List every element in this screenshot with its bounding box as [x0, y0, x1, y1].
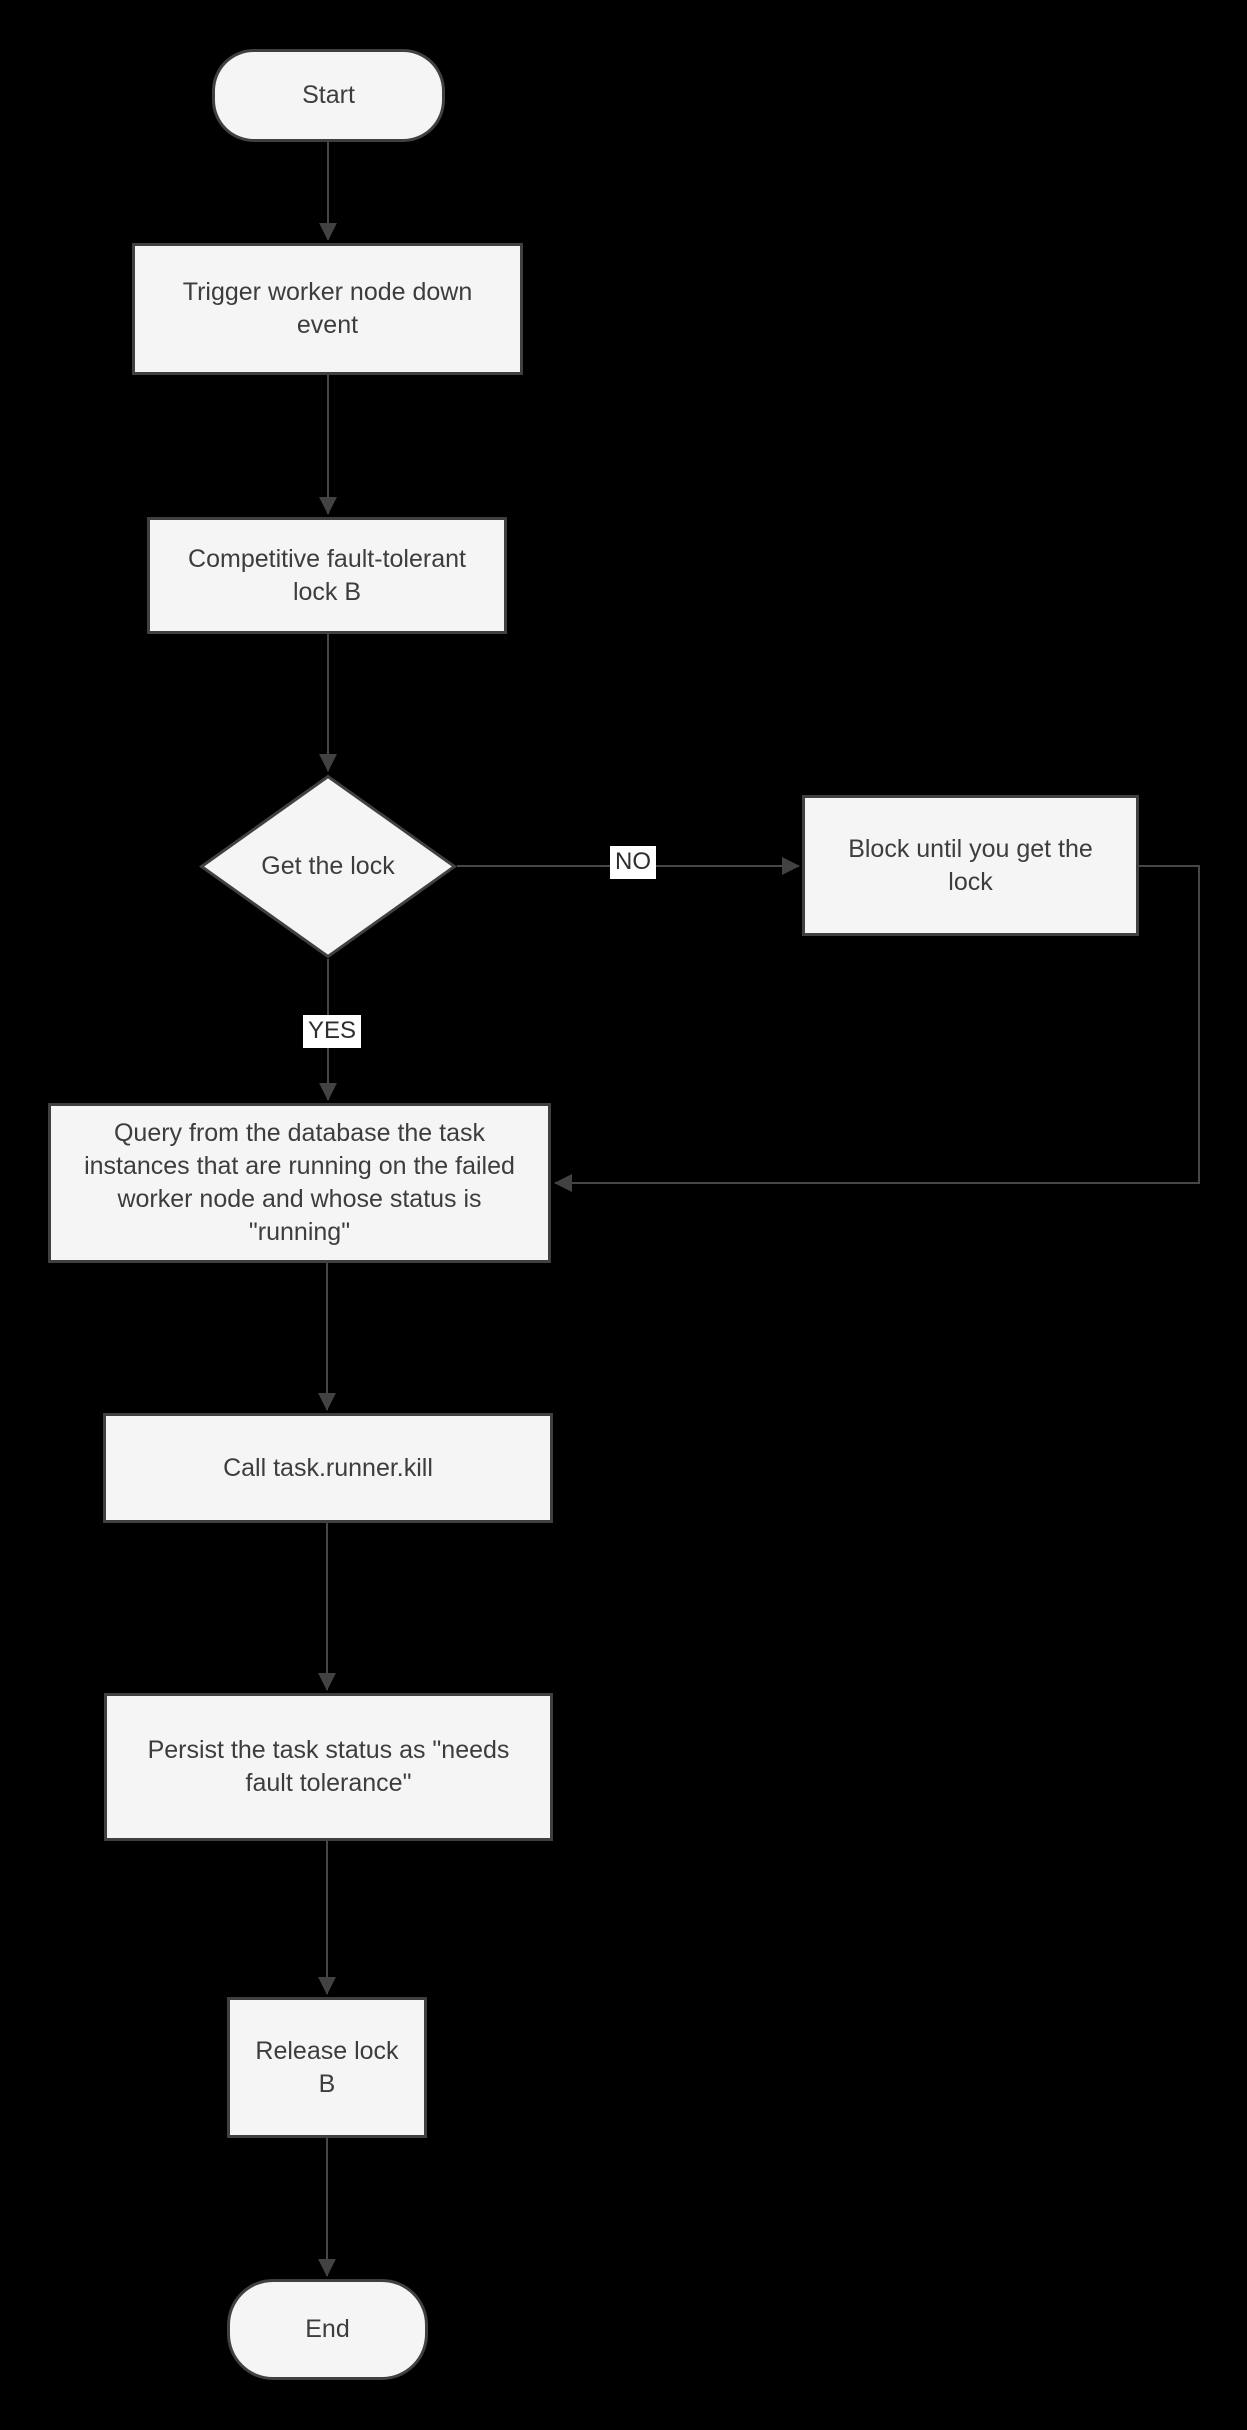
node-label: Release lock B — [255, 2036, 399, 2098]
node-decision-get-lock: Get the lock — [199, 774, 457, 959]
node-label: Get the lock — [261, 852, 395, 880]
node-label: Start — [302, 81, 355, 109]
edge-label-no: NO — [610, 846, 656, 879]
node-label: Competitive fault-tolerant lock B — [188, 544, 466, 606]
node-label: Call task.runner.kill — [223, 1453, 433, 1482]
node-label: Persist the task status as "needs fault … — [147, 1736, 510, 1797]
node-trigger-worker-down: Trigger worker node down event — [132, 243, 523, 375]
node-label: Block until you get the lock — [848, 834, 1093, 896]
node-competitive-lock: Competitive fault-tolerant lock B — [147, 517, 507, 634]
edge-block-to-query — [554, 865, 1200, 1192]
node-start: Start — [212, 49, 445, 142]
node-label: Query from the database the task instanc… — [84, 1119, 515, 1246]
node-persist-task-status: Persist the task status as "needs fault … — [104, 1693, 553, 1841]
node-end: End — [227, 2279, 428, 2380]
node-query-task-instances: Query from the database the task instanc… — [48, 1103, 551, 1263]
node-block-until-lock: Block until you get the lock — [802, 795, 1139, 936]
node-call-task-runner-kill: Call task.runner.kill — [103, 1413, 553, 1523]
node-release-lock: Release lock B — [227, 1997, 427, 2138]
edge-label-yes: YES — [303, 1015, 362, 1048]
diamond-shape — [199, 774, 457, 959]
node-label: Trigger worker node down event — [182, 278, 473, 339]
node-label: End — [305, 2315, 350, 2343]
